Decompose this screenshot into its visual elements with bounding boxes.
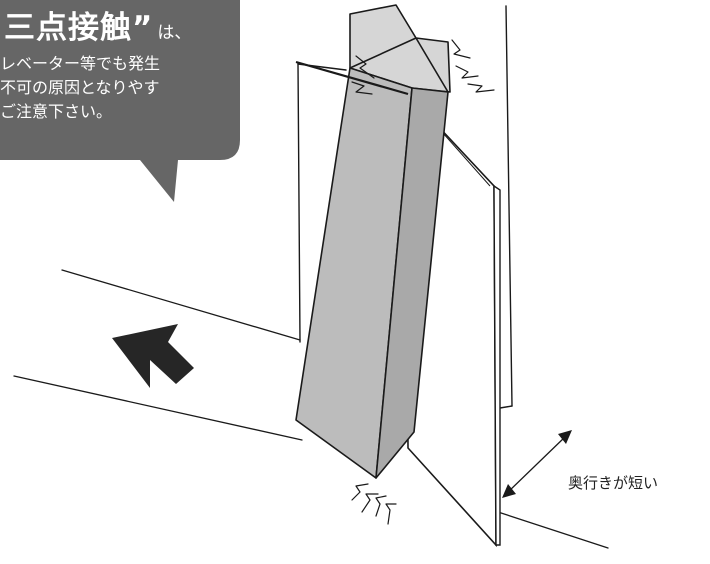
speech-bubble (0, 0, 240, 202)
bubble-title-suffix: は、 (157, 23, 192, 43)
bubble-text-line: ご注意下さい。 (0, 102, 113, 121)
contact-bar (295, 60, 409, 96)
bubble-title: 三点接触”は、 (4, 2, 191, 47)
depth-label: 奥行きが短い (568, 474, 659, 492)
corridor-lines (13, 269, 609, 549)
bubble-title-main: 三点接触” (4, 10, 154, 46)
floor-line-lower (13, 375, 303, 441)
bubble-text-line: 不可の原因となりやす (0, 78, 160, 97)
impact-marks (351, 39, 495, 525)
back-wall (297, 5, 513, 411)
spark-upper-left (351, 55, 375, 95)
depth-arrow (502, 430, 572, 498)
floor-line-upper (61, 269, 301, 341)
bubble-text-line: レベーター等でも発生 (0, 54, 161, 73)
spark-upper-right (451, 39, 495, 93)
spark-bottom (351, 483, 397, 525)
direction-arrow (112, 324, 194, 388)
tilted-box (295, 4, 451, 479)
box-side-face (375, 87, 449, 479)
floor-line-right (497, 511, 609, 549)
